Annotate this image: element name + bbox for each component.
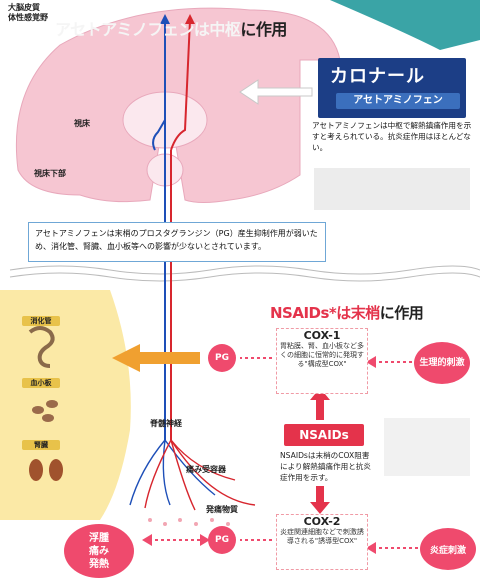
nsaids-title-suffix: に作用 [379,304,424,322]
thalamus-label: 視床 [74,119,90,128]
nsaids-arrow-up [310,388,330,420]
organ-icons [28,326,63,481]
calonal-arrow [239,79,313,105]
break-line-1 [9,265,480,275]
pg-circle-1: PG [208,344,236,372]
nsaids-title-colored: NSAIDs*は末梢 [270,304,380,322]
physiological-stimulus: 生理的刺激 [414,342,470,384]
organ-label-gut: 消化管 [22,316,60,326]
inflammatory-stimulus: 炎症刺激 [420,528,476,570]
info-box: アセトアミノフェンは末梢のプロスタグランジン（PG）産生抑制作用が弱いため、消化… [28,222,326,262]
cox2-box: COX-2 炎症関連細胞などで刺激誘導される"誘導型COX" [276,514,368,570]
hypothalamus-label: 視床下部 [34,169,66,178]
organ-area [0,290,131,520]
calonal-generic: アセトアミノフェン [336,93,460,109]
nsaids-arrow-down [310,494,330,514]
nsaids-title: NSAIDs*は末梢に作用 [270,302,424,323]
break-line-2 [9,272,480,282]
somatosensory-label: 体性感覚野 [8,13,48,22]
calonal-brand: カロナール [330,66,425,87]
cortex-label: 大脳皮質 [8,3,40,12]
redacted-box-2 [384,418,470,476]
nsaids-box: NSAIDs [284,424,364,446]
page-title: アセトアミノフェンは中枢に作用 [55,16,287,40]
cox2-title: COX-2 [303,515,341,528]
pain-substance-label: 発痛物質 [206,505,238,514]
cox1-title: COX-1 [303,329,341,342]
orange-arrow [112,344,200,372]
cox2-text: 炎症関連細胞などで刺激誘導される"誘導型COX" [280,528,364,545]
spinal-nerve-label: 脊髄神経 [150,419,182,428]
pg-circle-2: PG [208,526,236,554]
organ-label-kidney: 腎臓 [22,440,60,450]
title-colored: アセトアミノフェンは中枢 [55,20,241,39]
nerve-arrow-red [185,14,195,24]
cox1-text: 胃粘膜、腎、血小板など多くの細胞に恒常的に発現する"構成型COX" [280,342,364,368]
calonal-description: アセトアミノフェンは中枢で解熱鎮痛作用を示すと考えられている。抗炎症作用はほとん… [312,121,472,152]
nerve-branches [129,439,256,511]
organ-label-platelet: 血小板 [22,378,60,388]
symptom-pain: 痛み [89,545,109,557]
symptoms-bubble: 浮腫 痛み 発熱 [64,524,134,578]
symptom-edema: 浮腫 [89,532,109,544]
nsaids-description: NSAIDsは末梢のCOX阻害により解熱鎮痛作用と抗炎症作用を示す。 [280,451,371,482]
redacted-box-1 [314,168,470,210]
corner-decoration [330,0,480,50]
symptom-fever: 発熱 [89,558,109,570]
title-suffix: に作用 [240,20,287,39]
pain-receptor-label: 痛み受容器 [186,465,226,474]
nerve-arrow-blue [160,14,170,24]
cox1-box: COX-1 胃粘膜、腎、血小板など多くの細胞に恒常的に発現する"構成型COX" [276,328,368,394]
pain-substance-dots [148,518,230,526]
